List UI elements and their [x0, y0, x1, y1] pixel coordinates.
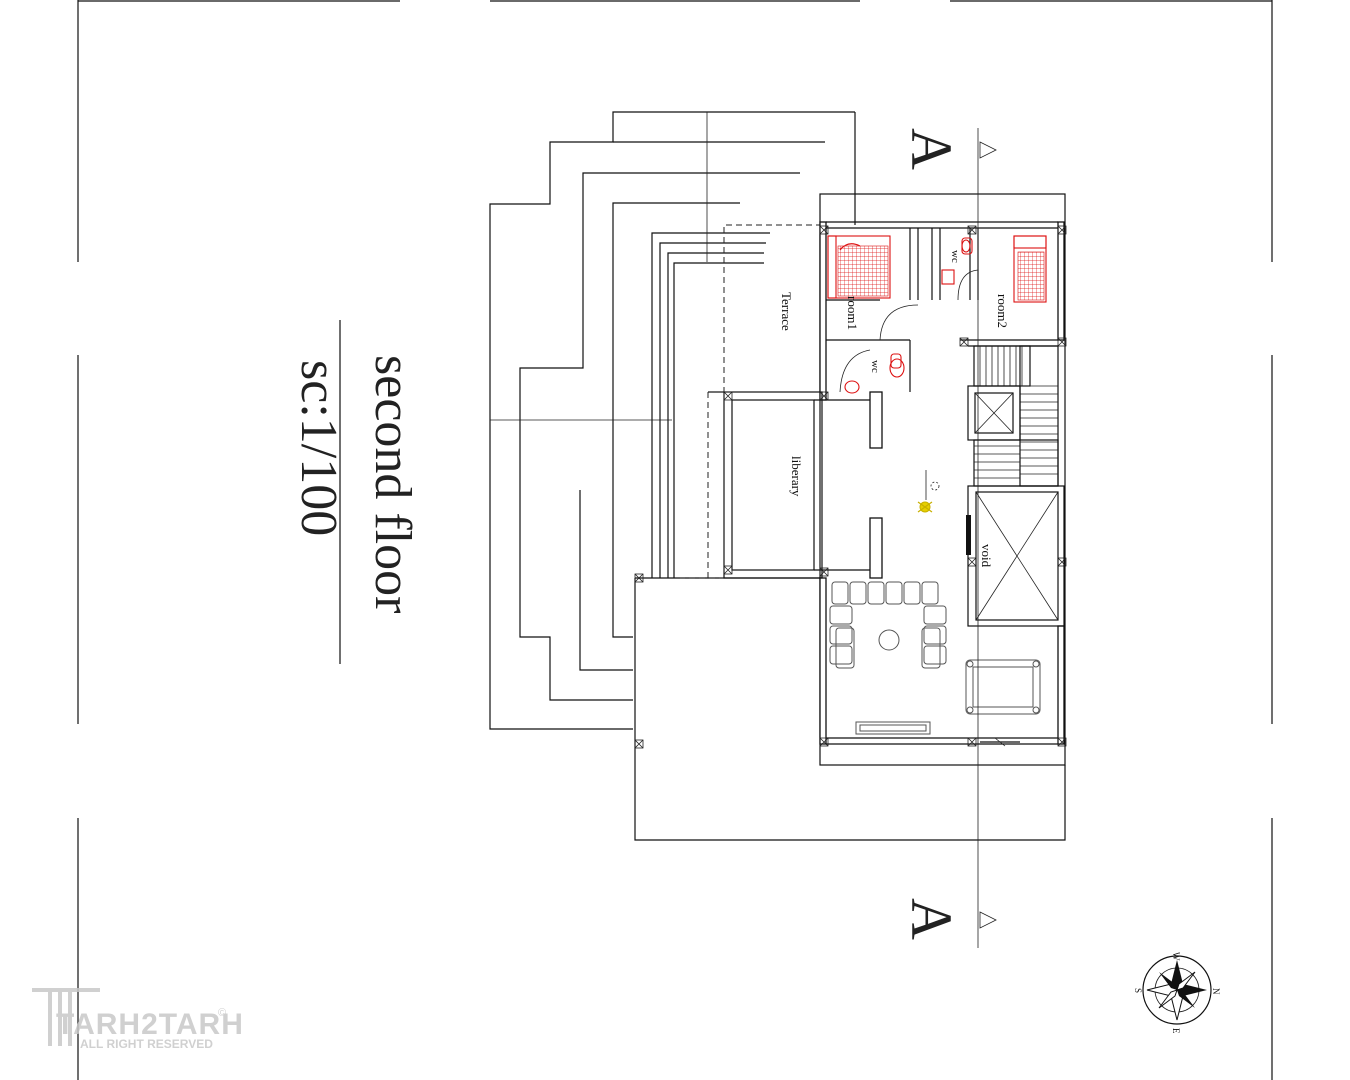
light-fixture-icon — [917, 470, 940, 513]
building-walls — [634, 193, 1067, 766]
compass-north: N — [1211, 988, 1221, 995]
watermark-copyright: © — [218, 1007, 226, 1019]
watermark-logo: TARH2TARH ALL RIGHT RESERVED © — [32, 988, 244, 1051]
sofa-cushion — [903, 581, 921, 605]
sofa-cushion — [829, 605, 853, 625]
compass-south: S — [1133, 988, 1143, 993]
watermark-brand: TARH2TARH — [56, 1008, 244, 1041]
bed-room1 — [827, 235, 891, 299]
wc-fixtures — [844, 237, 973, 394]
terrain-contours — [489, 111, 856, 730]
sofa-cushion — [923, 625, 947, 645]
drawing-title: second floor — [364, 355, 421, 613]
label-wc-a: wc — [949, 250, 961, 263]
sofa-set — [829, 581, 947, 735]
label-void: void — [979, 544, 994, 568]
compass-west: W — [1171, 952, 1181, 961]
label-terrace: Terrace — [779, 292, 794, 331]
void-opening — [966, 485, 1065, 627]
section-marker-top: A — [899, 128, 964, 170]
compass-icon: W E S N — [1133, 952, 1221, 1034]
sofa-cushion — [829, 645, 853, 665]
label-wc-b: wc — [869, 360, 881, 373]
staircase — [967, 345, 1059, 487]
section-marker-bottom: A — [899, 898, 964, 940]
drawing-scale: sc:1/100 — [290, 360, 347, 536]
lower-slab — [634, 577, 1066, 841]
section-line-aa: A A — [899, 128, 997, 948]
sofa-cushion — [921, 581, 939, 605]
bed-room2 — [1013, 235, 1047, 303]
sofa-cushion — [921, 627, 941, 669]
sofa-cushion — [885, 581, 903, 605]
sofa-cushion — [923, 605, 947, 625]
sheet-border — [77, 0, 1273, 1080]
sofa-cushion — [849, 581, 867, 605]
pool-table — [965, 659, 1041, 715]
sofa-cushion — [831, 581, 849, 605]
label-room2: room2 — [995, 294, 1010, 328]
label-library: liberary — [789, 456, 804, 497]
compass-east: E — [1171, 1028, 1181, 1034]
sofa-cushion — [829, 625, 853, 645]
sofa-cushion — [867, 581, 885, 605]
label-room1: room1 — [845, 296, 860, 330]
watermark-rights: ALL RIGHT RESERVED — [80, 1037, 213, 1051]
sofa-cushion — [835, 627, 855, 669]
sofa-cushion — [923, 645, 947, 665]
